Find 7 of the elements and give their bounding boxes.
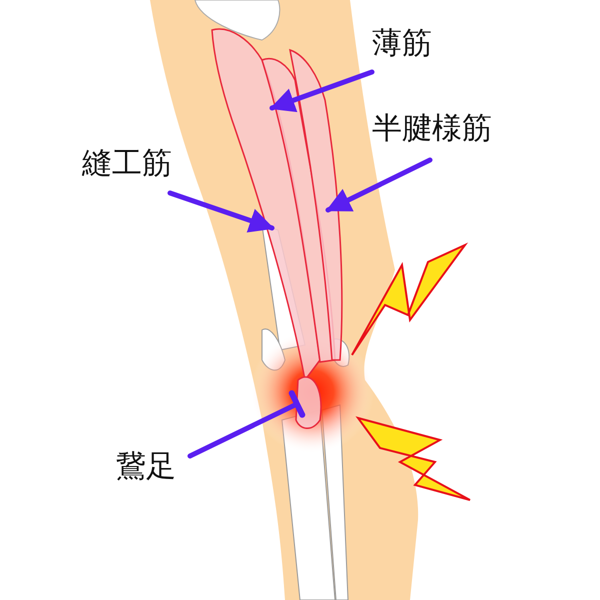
muscle-label: 縫工筋 xyxy=(82,146,172,182)
muscle-label: 薄筋 xyxy=(372,26,432,62)
arrow xyxy=(326,158,432,212)
muscle-label: 半腱様筋 xyxy=(372,111,492,147)
leader-line xyxy=(188,389,306,458)
arrow xyxy=(168,190,274,233)
muscle-label: 鵞足 xyxy=(116,449,176,485)
